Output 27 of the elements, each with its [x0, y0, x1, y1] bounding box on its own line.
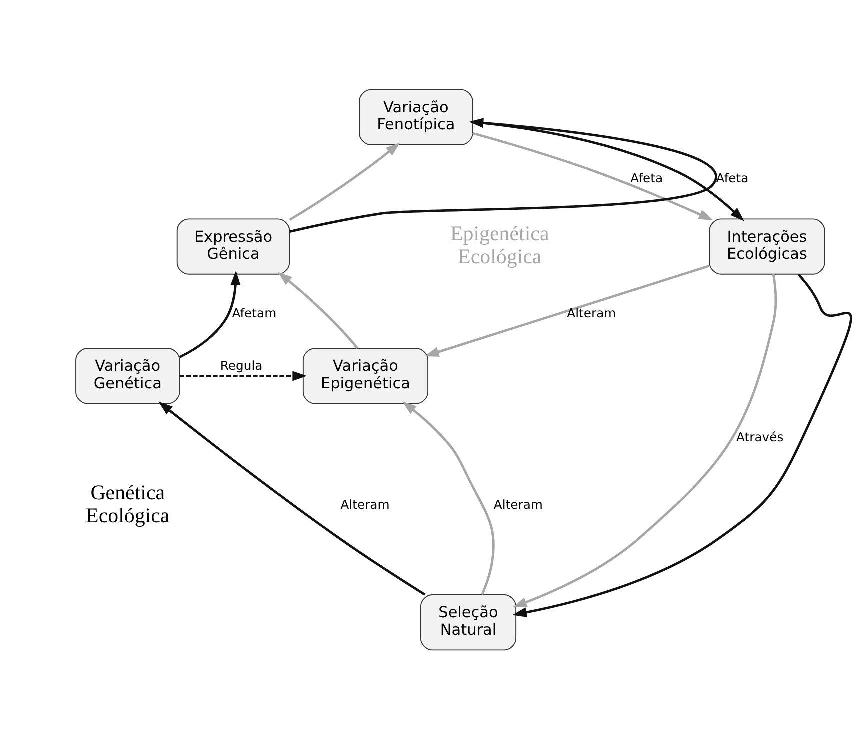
- label: Epigenética Ecológica: [450, 222, 550, 269]
- label: Genética Ecológica: [86, 480, 170, 528]
- arrow: [179, 270, 241, 358]
- node-box: Expressão Gênica: [176, 218, 290, 275]
- node-box: Variação Fenotípica: [359, 89, 474, 146]
- arrow: [290, 118, 717, 233]
- edge-label: Alteram: [340, 498, 390, 512]
- arrow: [512, 274, 778, 608]
- edge-label: Alteram: [567, 306, 616, 321]
- arrow: [472, 132, 714, 221]
- arrow: [512, 274, 852, 618]
- edge-label: Afeta: [630, 171, 664, 186]
- arrow: [278, 272, 359, 350]
- arrow: [424, 265, 710, 357]
- edge-label: Regula: [220, 358, 263, 373]
- arrow: [158, 402, 426, 596]
- node-box: Variação Genética: [76, 348, 180, 404]
- arrow: [180, 371, 307, 382]
- node-box: Seleção Natural: [420, 594, 517, 651]
- edge-label: Alteram: [494, 498, 543, 512]
- arrow: [402, 402, 495, 596]
- edge-label: Afetam: [232, 306, 277, 321]
- edge-label: Afeta: [716, 171, 749, 186]
- edge-label: Através: [736, 430, 784, 444]
- node-box: Interações Ecológicas: [709, 218, 826, 275]
- node-box: Variação Epigenética: [302, 348, 429, 404]
- arrow: [289, 142, 400, 222]
